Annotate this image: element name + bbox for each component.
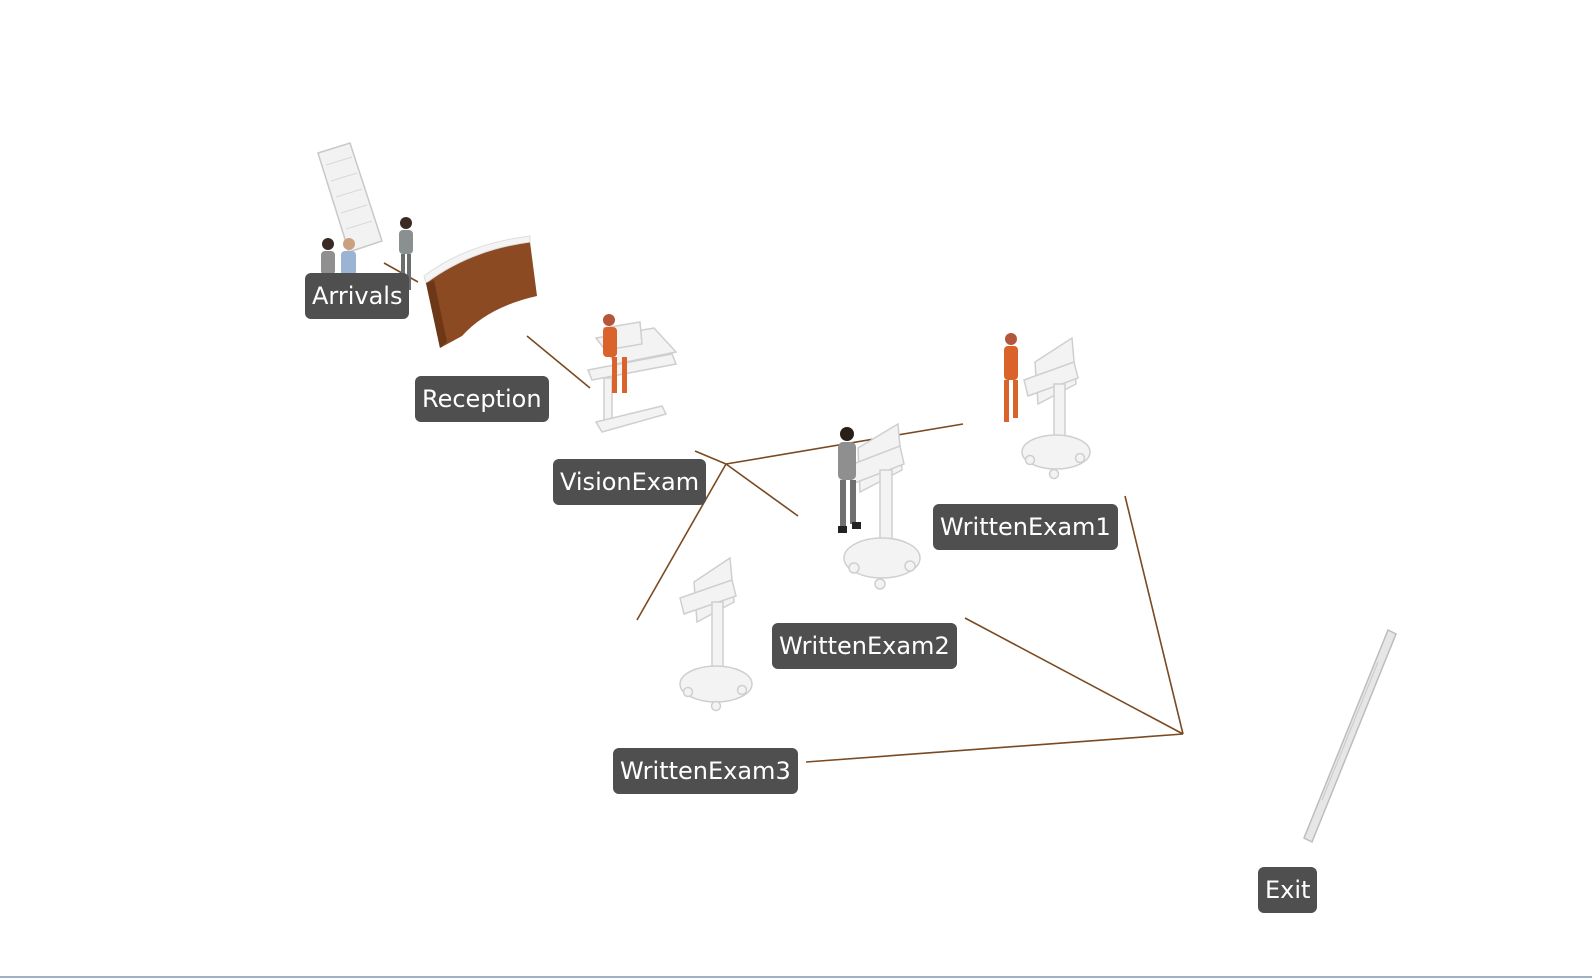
connector-junction-we3 bbox=[636, 463, 727, 621]
station-label-writtenexam3[interactable]: WrittenExam3 bbox=[613, 748, 798, 794]
window-bottom-border bbox=[0, 976, 1592, 978]
station-label-reception[interactable]: Reception bbox=[415, 376, 549, 422]
door-icon bbox=[317, 142, 383, 253]
connector-junction-we2 bbox=[725, 463, 799, 517]
person-icon bbox=[399, 217, 413, 290]
connector-vision-junction bbox=[694, 450, 727, 465]
person-icon bbox=[838, 427, 861, 533]
station-label-writtenexam1[interactable]: WrittenExam1 bbox=[933, 504, 1118, 550]
exit-door-icon bbox=[1303, 628, 1397, 844]
station-label-arrivals[interactable]: Arrivals bbox=[305, 273, 410, 319]
workstation-cart-icon bbox=[1021, 336, 1091, 480]
workstation-cart-icon bbox=[843, 422, 921, 590]
reception-desk-icon bbox=[423, 235, 537, 348]
connector-we2-merge bbox=[964, 617, 1184, 735]
connector-we1-merge bbox=[1124, 495, 1184, 735]
workstation-cart-icon bbox=[679, 556, 753, 712]
workstation-cart-icon bbox=[586, 321, 678, 433]
station-label-visionexam[interactable]: VisionExam bbox=[553, 459, 707, 505]
connector-we3-merge bbox=[805, 733, 1184, 763]
flow-connectors bbox=[383, 262, 1184, 763]
station-label-writtenexam2[interactable]: WrittenExam2 bbox=[772, 623, 957, 669]
connector-reception-vision bbox=[526, 335, 591, 389]
person-icon bbox=[603, 314, 627, 393]
person-icon bbox=[1004, 333, 1018, 422]
station-label-exit[interactable]: Exit bbox=[1258, 867, 1318, 913]
